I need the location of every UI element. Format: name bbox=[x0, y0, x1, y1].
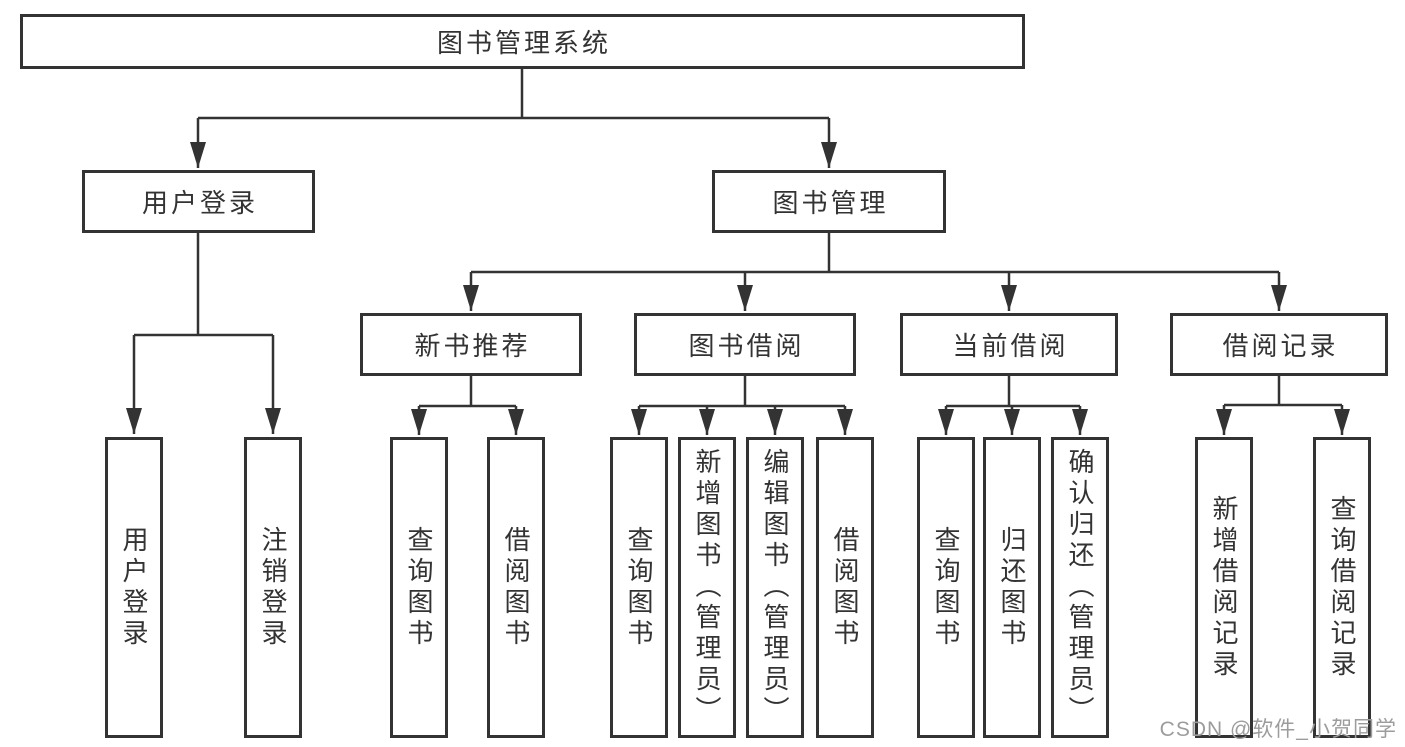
leaf-query-books-recommend: 查询图书 bbox=[390, 437, 448, 738]
leaf-borrow-books-recommend: 借阅图书 bbox=[487, 437, 545, 738]
node-book-management-label: 图书管理 bbox=[772, 188, 889, 218]
leaf-confirm-return-admin-label: 确认归还（管理员） bbox=[1065, 448, 1095, 727]
node-book-borrowing-label: 图书借阅 bbox=[688, 331, 805, 361]
leaf-query-books-borrowing-label: 查询图书 bbox=[624, 525, 654, 650]
node-new-book-recommend-label: 新书推荐 bbox=[414, 331, 531, 361]
node-user-login: 用户登录 bbox=[82, 170, 315, 233]
leaf-query-books-current-label: 查询图书 bbox=[931, 525, 961, 650]
node-library-management-system: 图书管理系统 bbox=[20, 14, 1025, 69]
node-current-borrowing: 当前借阅 bbox=[900, 313, 1118, 376]
csdn-watermark: CSDN @软件_小贺同学 bbox=[1159, 718, 1397, 741]
leaf-borrow-books-recommend-label: 借阅图书 bbox=[501, 525, 531, 650]
node-library-management-system-label: 图书管理系统 bbox=[436, 28, 611, 58]
leaf-edit-books-admin-label: 编辑图书（管理员） bbox=[760, 448, 790, 727]
leaf-logout: 注销登录 bbox=[244, 437, 302, 738]
leaf-add-books-admin: 新增图书（管理员） bbox=[678, 437, 736, 738]
leaf-return-books-label: 归还图书 bbox=[997, 525, 1027, 650]
leaf-query-books-borrowing: 查询图书 bbox=[610, 437, 668, 738]
leaf-query-books-current: 查询图书 bbox=[917, 437, 975, 738]
leaf-add-borrow-record: 新增借阅记录 bbox=[1195, 437, 1253, 738]
leaf-query-borrow-record: 查询借阅记录 bbox=[1313, 437, 1371, 738]
node-current-borrowing-label: 当前借阅 bbox=[952, 331, 1069, 361]
leaf-logout-label: 注销登录 bbox=[258, 525, 288, 650]
node-book-borrowing: 图书借阅 bbox=[634, 313, 856, 376]
leaf-user-login-label: 用户登录 bbox=[119, 525, 149, 650]
leaf-user-login: 用户登录 bbox=[105, 437, 163, 738]
node-user-login-label: 用户登录 bbox=[141, 188, 258, 218]
leaf-confirm-return-admin: 确认归还（管理员） bbox=[1051, 437, 1109, 738]
leaf-borrow-books-borrowing-label: 借阅图书 bbox=[830, 525, 860, 650]
leaf-query-borrow-record-label: 查询借阅记录 bbox=[1327, 494, 1357, 681]
leaf-query-books-recommend-label: 查询图书 bbox=[404, 525, 434, 650]
node-new-book-recommend: 新书推荐 bbox=[360, 313, 582, 376]
node-borrowing-records-label: 借阅记录 bbox=[1222, 331, 1339, 361]
leaf-borrow-books-borrowing: 借阅图书 bbox=[816, 437, 874, 738]
node-borrowing-records: 借阅记录 bbox=[1170, 313, 1388, 376]
leaf-add-borrow-record-label: 新增借阅记录 bbox=[1209, 494, 1239, 681]
leaf-edit-books-admin: 编辑图书（管理员） bbox=[746, 437, 804, 738]
node-book-management: 图书管理 bbox=[712, 170, 946, 233]
leaf-add-books-admin-label: 新增图书（管理员） bbox=[692, 448, 722, 727]
leaf-return-books: 归还图书 bbox=[983, 437, 1041, 738]
